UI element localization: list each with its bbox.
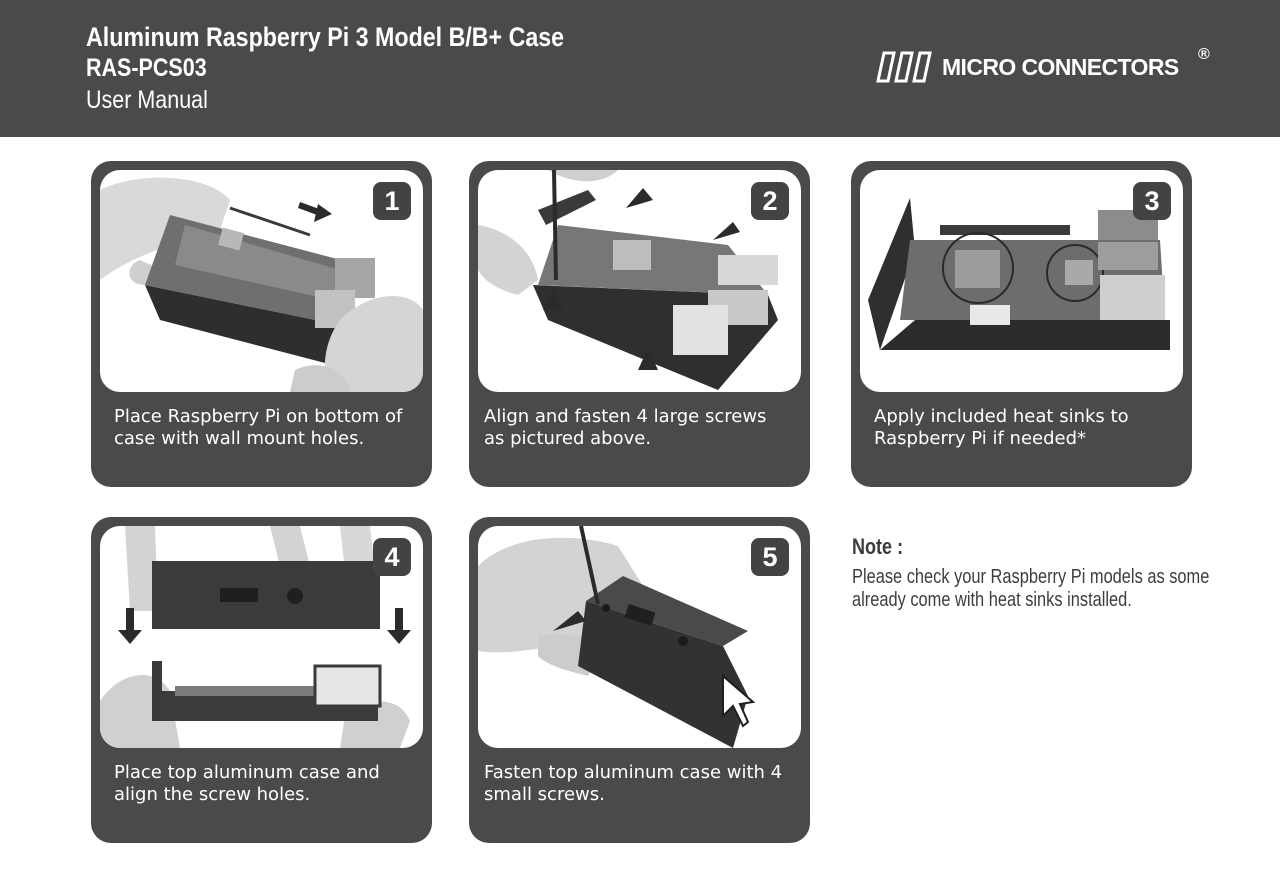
caption-line: Raspberry Pi if needed* [874,428,1087,449]
caption-line: case with wall mount holes. [114,428,365,449]
step-number-badge: 5 [751,538,789,576]
step-number-badge: 1 [373,182,411,220]
step-card-2: 2 Align and fasten 4 large screws as pic… [469,161,810,487]
step-card-3: 3 Apply included heat sinks to Raspberry… [851,161,1192,487]
step-1-caption: Place Raspberry Pi on bottom of case wit… [114,406,424,450]
step-5-photo: 5 [478,526,801,748]
caption-line: Place Raspberry Pi on bottom of [114,406,403,427]
manual-title: Aluminum Raspberry Pi 3 Model B/B+ Case [86,22,565,52]
step-4-photo: 4 [100,526,423,748]
step-number-badge: 2 [751,182,789,220]
caption-line: Align and fasten 4 large screws [484,406,767,427]
note-title: Note : [852,534,904,559]
step-card-1: 1 Place Raspberry Pi on bottom of case w… [91,161,432,487]
step-card-5: 5 Fasten top aluminum case with 4 small … [469,517,810,843]
pi-placed-on-case-bottom-illustration [100,177,423,392]
fasten-small-screws-illustration [478,526,756,748]
fasten-large-screws-illustration [478,170,778,390]
header-banner: Aluminum Raspberry Pi 3 Model B/B+ Case … [0,0,1280,137]
place-top-case-illustration [100,526,411,748]
caption-line: Apply included heat sinks to [874,406,1129,427]
caption-line: small screws. [484,784,605,805]
step-4-caption: Place top aluminum case and align the sc… [114,762,424,806]
manual-subtitle: User Manual [86,86,208,114]
note-line: already come with heat sinks installed. [852,589,1132,611]
step-2-caption: Align and fasten 4 large screws as pictu… [484,406,794,450]
brand-logo-icon [876,51,932,83]
step-2-photo: 2 [478,170,801,392]
step-number-badge: 4 [373,538,411,576]
step-1-photo: 1 [100,170,423,392]
brand-name: MICRO CONNECTORS [942,53,1179,80]
caption-line: align the screw holes. [114,784,311,805]
brand-logo: MICRO CONNECTORS ® [876,46,1210,84]
model-number: RAS-PCS03 [86,54,207,82]
step-5-caption: Fasten top aluminum case with 4 small sc… [484,762,794,806]
step-number-badge: 3 [1133,182,1171,220]
step-card-4: 4 Place top aluminum case and align the … [91,517,432,843]
step-3-photo: 3 [860,170,1183,392]
registered-mark: ® [1198,46,1210,63]
caption-line: as pictured above. [484,428,652,449]
note-line: Please check your Raspberry Pi models as… [852,566,1210,588]
caption-line: Place top aluminum case and [114,762,380,783]
step-3-caption: Apply included heat sinks to Raspberry P… [874,406,1184,450]
note-block: Note : Please check your Raspberry Pi mo… [852,534,1252,612]
heat-sinks-applied-illustration [868,198,1170,350]
caption-line: Fasten top aluminum case with 4 [484,762,783,783]
